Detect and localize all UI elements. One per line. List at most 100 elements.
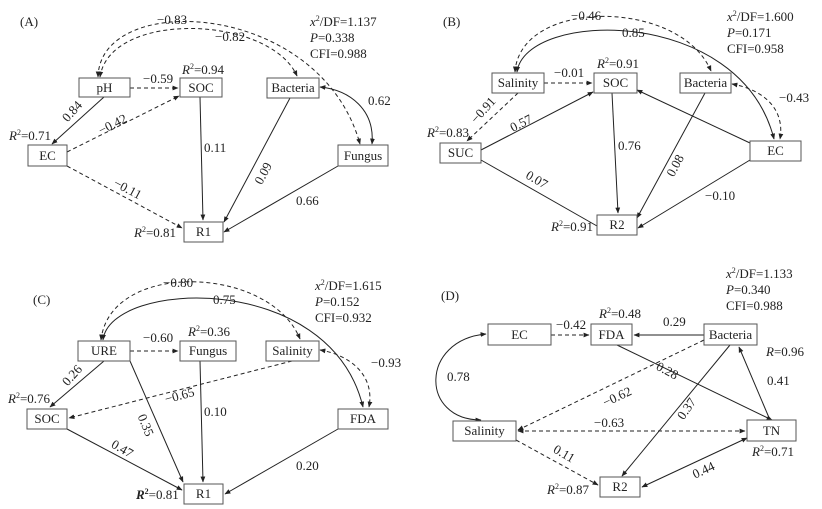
coef-label: −0.63	[594, 415, 624, 430]
svg-text:SOC: SOC	[34, 411, 59, 426]
svg-text:FDA: FDA	[350, 411, 377, 426]
r2-label: R2=0.94	[181, 62, 225, 77]
r-label: R=0.96	[765, 344, 805, 359]
svg-text:Salinity: Salinity	[498, 75, 539, 90]
r2-label: R2=0.83	[426, 125, 469, 140]
cov-salinity-fda	[319, 348, 373, 408]
svg-text:R1: R1	[196, 486, 211, 501]
coef-label: 0.66	[296, 193, 319, 208]
coef-label: 0.84	[59, 97, 86, 124]
coef-label: −0.11	[111, 175, 144, 202]
svg-text:Fungus: Fungus	[344, 148, 382, 163]
svg-text:R1: R1	[196, 224, 211, 239]
node-salinity: Salinity	[265, 340, 320, 362]
svg-text:x2/DF=1.133: x2/DF=1.133	[725, 266, 793, 281]
coef-label: 0.44	[690, 458, 717, 481]
node-bacteria: Bacteria	[266, 77, 320, 99]
coef-label: −0.10	[705, 188, 735, 203]
r2-label: R2=0.71	[8, 128, 51, 143]
edge-suc-soc	[480, 91, 594, 151]
r2-label: R2=0.71	[751, 444, 794, 459]
coef-label: −0.59	[143, 71, 173, 86]
node-ph: pH	[78, 77, 131, 98]
node-ec: EC	[749, 140, 802, 162]
r2-label: R2=0.91	[550, 219, 593, 234]
coef-label: 0.11	[204, 140, 226, 155]
cov-ure-salinity	[99, 281, 301, 341]
coef-label: 0.08	[663, 152, 687, 179]
coef-label: 0.47	[109, 436, 137, 461]
node-fungus: Fungus R2=0.36	[179, 324, 237, 362]
svg-text:EC: EC	[767, 143, 784, 158]
node-r1: R1 R2=0.81	[133, 221, 224, 243]
coef-label: −0.80	[163, 275, 193, 290]
svg-text:R2: R2	[609, 217, 624, 232]
coef-label: 0.10	[204, 404, 227, 419]
coef-label: 0.78	[447, 369, 470, 384]
node-fungus: Fungus	[337, 144, 389, 167]
node-ure: URE	[77, 340, 131, 362]
coef-label: −0.60	[143, 330, 173, 345]
coef-label: −0.93	[371, 355, 401, 370]
svg-text:P=0.338: P=0.338	[309, 30, 355, 45]
svg-text:Salinity: Salinity	[464, 423, 505, 438]
svg-text:CFI=0.932: CFI=0.932	[315, 310, 372, 325]
coef-label: −0.42	[96, 111, 130, 138]
cov-ph-bacteria	[98, 28, 298, 78]
panel-label: (C)	[33, 292, 50, 307]
svg-text:x2/DF=1.615: x2/DF=1.615	[314, 278, 382, 293]
coef-label: 0.26	[59, 361, 86, 388]
svg-text:EC: EC	[39, 148, 56, 163]
coef-label: −0.01	[554, 65, 584, 80]
svg-text:P=0.171: P=0.171	[726, 25, 772, 40]
node-fda: FDA	[337, 408, 389, 430]
edge-ec-soc	[636, 89, 751, 144]
coef-label: 0.07	[523, 167, 551, 192]
coef-label: −0.43	[779, 90, 809, 105]
coef-label: −0.46	[571, 8, 602, 23]
fit-stats: x2/DF=1.137 P=0.338 CFI=0.988	[309, 14, 377, 61]
cov-bacteria-fungus	[319, 85, 375, 145]
node-fda: FDA R2=0.48	[590, 306, 641, 346]
svg-text:Fungus: Fungus	[189, 343, 227, 358]
node-suc: SUC R2=0.83	[426, 125, 482, 164]
svg-text:Bacteria: Bacteria	[709, 327, 753, 342]
r2-label: R2=0.87	[546, 482, 590, 497]
coef-label: 0.76	[618, 138, 641, 153]
svg-text:CFI=0.988: CFI=0.988	[726, 298, 783, 313]
cov-bacteria-ec	[731, 82, 784, 140]
edge-bacteria-r1	[223, 97, 291, 223]
panel-label: (D)	[441, 288, 459, 303]
node-r1: R1 R2=0.81	[135, 483, 224, 505]
edge-ec-r2	[637, 159, 751, 229]
svg-text:Bacteria: Bacteria	[271, 80, 315, 95]
coef-label: −0.82	[215, 29, 245, 44]
panel-b: (B) x2/DF=1.600 P=0.171 CFI=0.958 −0.01 …	[426, 8, 809, 236]
svg-text:SOC: SOC	[188, 80, 213, 95]
coef-label: 0.57	[507, 111, 535, 135]
svg-text:FDA: FDA	[598, 327, 625, 342]
coef-label: 0.41	[767, 373, 790, 388]
node-bacteria: Bacteria	[679, 72, 732, 94]
coef-label: −0.42	[556, 317, 586, 332]
r2-label: R2=0.76	[7, 391, 51, 406]
edge-fungus-r1	[199, 360, 206, 483]
fit-stats: x2/DF=1.615 P=0.152 CFI=0.932	[314, 278, 382, 325]
edge-fda-tn	[616, 344, 773, 421]
node-bacteria: Bacteria R=0.96	[703, 323, 805, 359]
coef-label: 0.37	[674, 395, 700, 423]
coef-label: 0.85	[622, 25, 645, 40]
node-r2: R2 R2=0.87	[546, 476, 641, 498]
coef-label: 0.28	[654, 358, 681, 382]
node-salinity: Salinity	[452, 420, 517, 442]
edge-ph-ec	[51, 96, 105, 145]
svg-text:SUC: SUC	[448, 145, 473, 160]
coef-label: −0.65	[163, 384, 196, 406]
panel-a: (A) x2/DF=1.137 P=0.338 CFI=0.988 −0.59 …	[8, 12, 391, 243]
cov-salinity-bacteria	[512, 15, 712, 73]
coef-label: 0.20	[296, 458, 319, 473]
svg-text:SOC: SOC	[603, 75, 628, 90]
edge-soc-r2	[611, 92, 621, 214]
edge-salinity-r2	[515, 439, 599, 486]
